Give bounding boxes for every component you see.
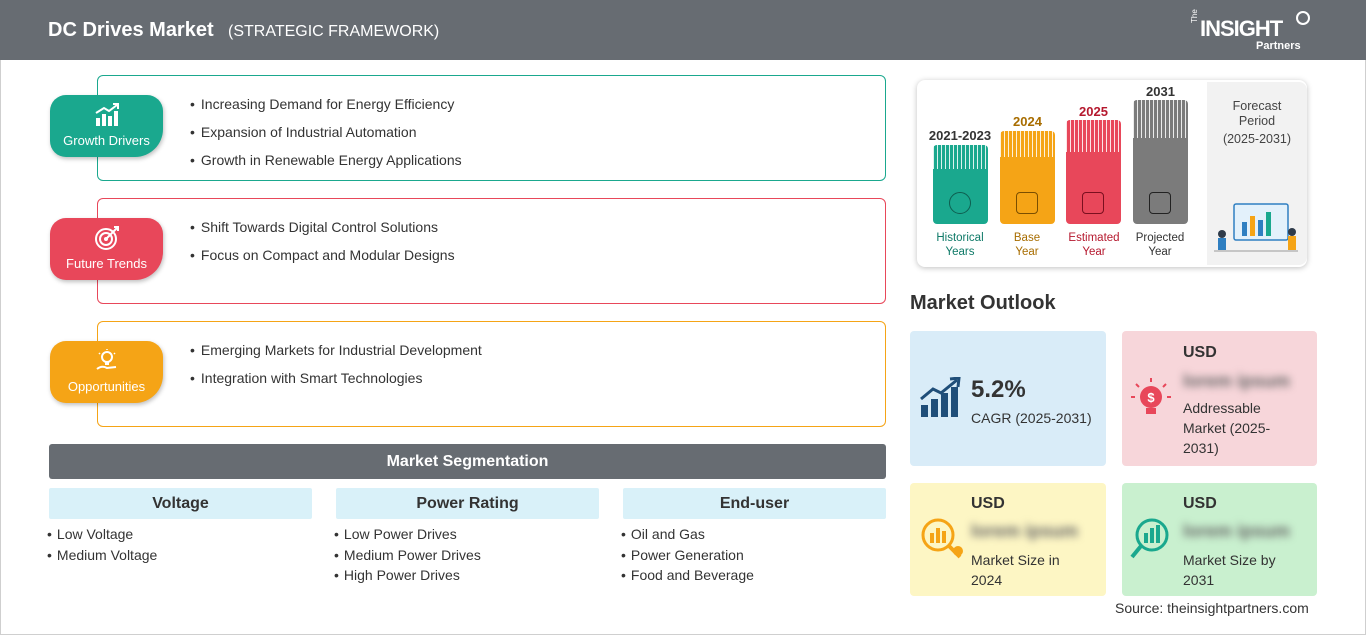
- growth-driver-item: Expansion of Industrial Automation: [190, 124, 417, 140]
- projected-year-bar: [1133, 100, 1188, 224]
- market-segmentation-header: Market Segmentation: [49, 444, 886, 479]
- timeline-year: 2025: [1079, 104, 1108, 119]
- opportunity-item: Integration with Smart Technologies: [190, 370, 423, 386]
- growth-bars-icon: [920, 377, 961, 417]
- magnifier-chart-icon: [921, 518, 963, 559]
- size-2024-value: lorem ipsum: [971, 521, 1079, 541]
- presentation-icon: [1149, 192, 1171, 214]
- opportunities-label: Opportunities: [67, 379, 146, 394]
- market-outlook-title: Market Outlook: [910, 292, 1056, 314]
- size-2031-usd: USD: [1183, 495, 1217, 512]
- future-trend-item: Focus on Compact and Modular Designs: [190, 247, 455, 263]
- svg-text:$: $: [1147, 390, 1155, 405]
- page-title: DC Drives Market: [48, 19, 214, 41]
- size-2024-caption: Market Size in 2024: [971, 552, 1060, 588]
- insight-partners-logo[interactable]: The INSIGHT Partners: [1190, 9, 1320, 54]
- timeline-label: Historical Years: [936, 232, 984, 258]
- market-size-2024-card: USD lorem ipsum Market Size in 2024: [910, 483, 1106, 596]
- magnifier-growth-icon: [1130, 518, 1169, 559]
- forecast-period-label: Forecast Period (2025-2031): [1222, 99, 1292, 146]
- source-credit[interactable]: Source: theinsightpartners.com: [1115, 600, 1309, 616]
- timeline-year: 2031: [1146, 84, 1175, 99]
- addressable-market-card: $ USD lorem ipsum Addressable Market (20…: [1122, 331, 1317, 466]
- timeline-year: 2021-2023: [928, 128, 992, 143]
- estimated-year-bar: [1066, 120, 1121, 224]
- size-2031-value: lorem ipsum: [1183, 521, 1291, 541]
- cagr-value: 5.2%: [971, 376, 1026, 403]
- lightbulb-hand-icon: [96, 349, 117, 370]
- timeline-label: Projected Year: [1135, 232, 1185, 258]
- segment-item: Medium Voltage: [47, 547, 157, 563]
- segment-item: Oil and Gas: [621, 526, 705, 542]
- growth-drivers-badge: Growth Drivers: [50, 95, 163, 157]
- opportunity-item: Emerging Markets for Industrial Developm…: [190, 342, 482, 358]
- calendar-icon: [1016, 192, 1038, 214]
- timeline-label: Base Year: [1013, 232, 1041, 258]
- header-bar: DC Drives Market (STRATEGIC FRAMEWORK) T…: [0, 0, 1366, 60]
- page-subtitle: (STRATEGIC FRAMEWORK): [228, 23, 440, 40]
- future-trend-item: Shift Towards Digital Control Solutions: [190, 219, 438, 235]
- size-2031-caption: Market Size by 2031: [1183, 552, 1276, 588]
- addressable-caption: Addressable Market (2025- 2031): [1183, 400, 1271, 456]
- future-trends-label: Future Trends: [66, 256, 147, 271]
- size-2024-usd: USD: [971, 495, 1005, 512]
- market-size-2031-card: USD lorem ipsum Market Size by 2031: [1122, 483, 1317, 596]
- growth-driver-item: Increasing Demand for Energy Efficiency: [190, 96, 454, 112]
- addressable-usd: USD: [1183, 344, 1217, 361]
- growth-drivers-label: Growth Drivers: [63, 133, 150, 148]
- segment-item: Food and Beverage: [621, 567, 754, 583]
- growth-driver-item: Growth in Renewable Energy Applications: [190, 152, 462, 168]
- gear-chart-icon: [1082, 192, 1104, 214]
- opportunities-badge: Opportunities: [50, 341, 163, 403]
- segment-power-rating-heading: Power Rating: [336, 488, 599, 519]
- cagr-card: 5.2% CAGR (2025-2031): [910, 331, 1106, 466]
- cagr-caption: CAGR (2025-2031): [971, 410, 1092, 426]
- segment-end-user-heading: End-user: [623, 488, 886, 519]
- segment-item: Medium Power Drives: [334, 547, 481, 563]
- history-clock-icon: [949, 192, 971, 214]
- addressable-value: lorem ipsum: [1183, 371, 1291, 391]
- future-trends-badge: Future Trends: [50, 218, 163, 280]
- segment-voltage-heading: Voltage: [49, 488, 312, 519]
- segment-item: Low Power Drives: [334, 526, 457, 542]
- segment-item: Power Generation: [621, 547, 744, 563]
- growth-chart-icon: [95, 103, 119, 126]
- segment-item: High Power Drives: [334, 567, 460, 583]
- timeline-year: 2024: [1013, 114, 1042, 129]
- analytics-people-icon: [1214, 203, 1298, 252]
- target-icon: [95, 226, 119, 250]
- lightbulb-dollar-icon: $: [1131, 378, 1171, 414]
- segment-item: Low Voltage: [47, 526, 133, 542]
- base-year-bar: [1000, 131, 1055, 224]
- timeline-label: Estimated Year: [1068, 232, 1120, 258]
